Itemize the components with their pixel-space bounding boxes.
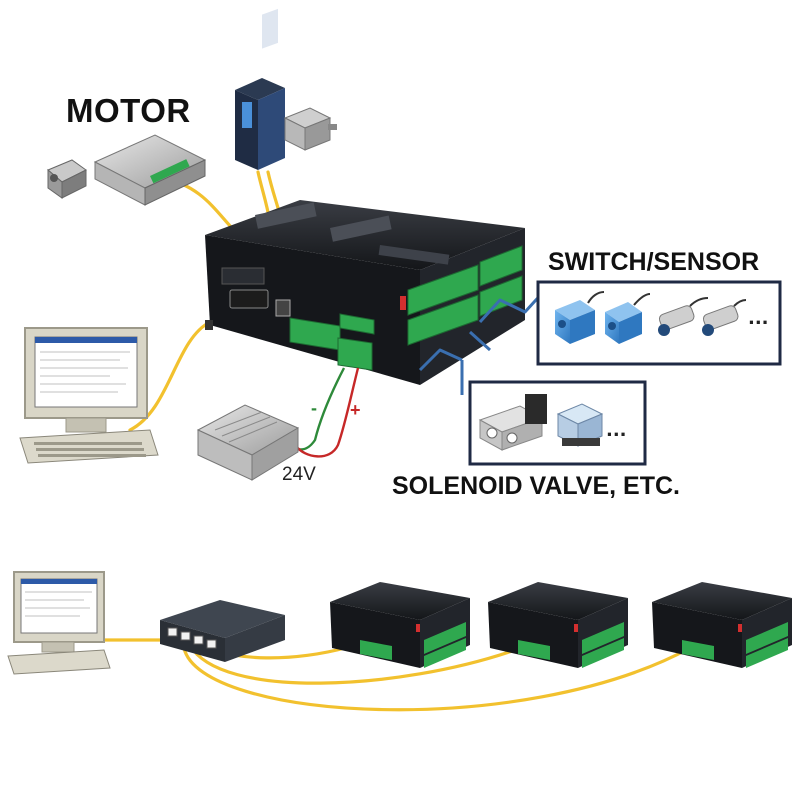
switch-sensor-label: SWITCH/SENSOR <box>548 248 760 276</box>
cable-switch-to-node-3 <box>182 646 692 712</box>
terminal-block-side <box>407 245 523 346</box>
more-sensors-ellipsis: ... <box>748 308 769 329</box>
power-wires <box>288 367 360 458</box>
solenoid-valve-icon <box>478 394 547 451</box>
more-valves-ellipsis: ... <box>606 420 627 441</box>
controller-icon <box>652 582 792 668</box>
power-supply-icon <box>196 404 300 481</box>
controller-icon <box>488 582 628 668</box>
stepper-motor <box>47 159 87 199</box>
controller-icon <box>205 200 525 385</box>
sensor-icon <box>658 297 709 336</box>
solenoid-valve-label: SOLENOID VALVE, ETC. <box>392 472 680 500</box>
switch-sensor-box <box>536 280 782 366</box>
negative-terminal-label: - <box>311 398 317 418</box>
computer-icon <box>19 327 159 464</box>
cables-bottom <box>98 638 692 712</box>
controller-icon <box>330 582 470 668</box>
relay-icon <box>556 403 604 447</box>
motor-drive-icon <box>47 134 207 206</box>
sensor-icon <box>605 293 651 344</box>
network-switch-icon <box>160 600 285 662</box>
wire-positive <box>295 367 360 458</box>
servo-motor-icon <box>235 8 337 170</box>
servo-motor-shaft <box>283 107 337 151</box>
voltage-label: 24V <box>282 464 316 485</box>
solenoid-valve-box <box>468 380 647 466</box>
terminal-block-front <box>289 313 375 371</box>
cable-switch-to-node-2 <box>188 643 517 685</box>
sensor-icon <box>702 299 747 336</box>
computer-icon <box>7 571 111 675</box>
motor-label: MOTOR <box>66 92 191 129</box>
bracket-connectors <box>418 288 547 395</box>
positive-terminal-label: + <box>350 400 361 420</box>
sensor-icon <box>555 291 605 344</box>
